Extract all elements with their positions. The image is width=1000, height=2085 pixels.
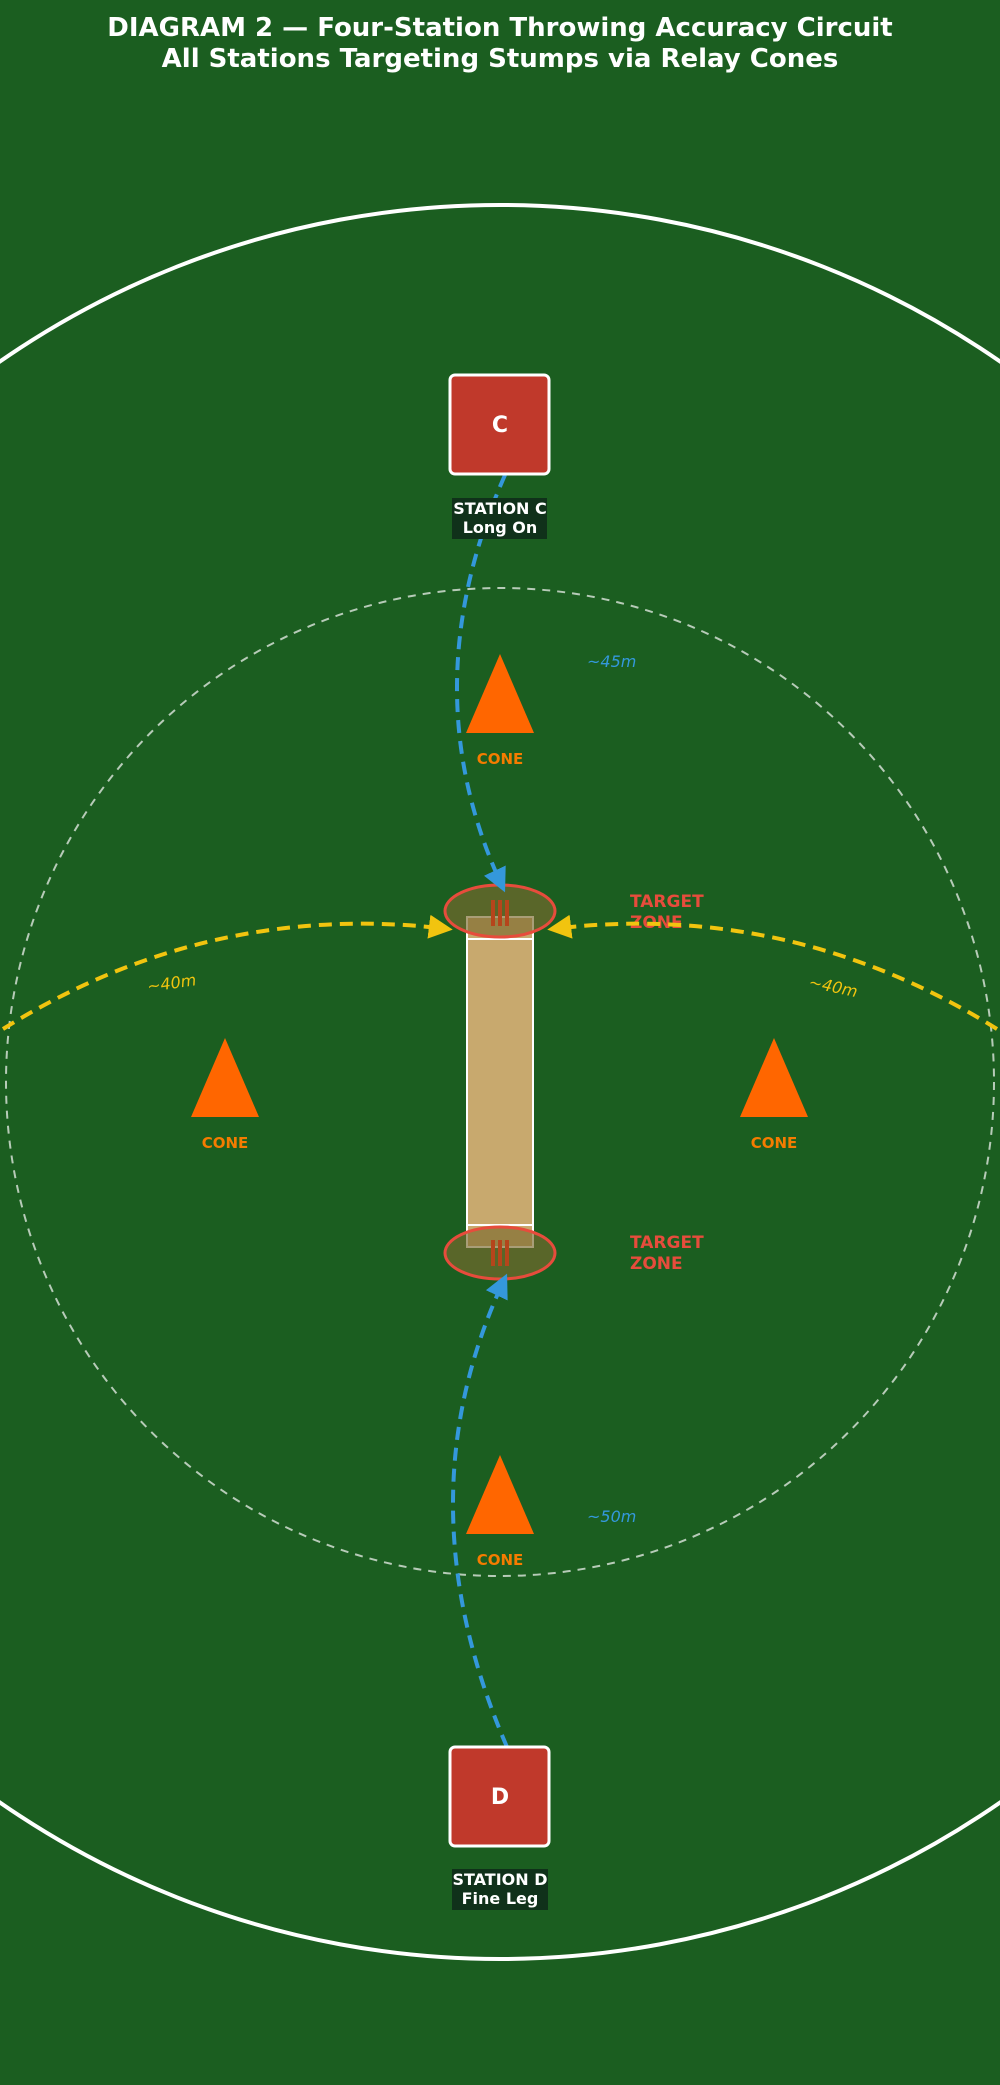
cone-bottom	[466, 1455, 534, 1534]
cone-bottom-label: CONE	[477, 1551, 524, 1569]
station-d: D STATION D Fine Leg	[448, 1745, 551, 1910]
station-d-letter: D	[491, 1785, 509, 1810]
cone-right-label: CONE	[751, 1134, 798, 1152]
distance-label-station-c: ~45m	[587, 652, 636, 671]
cone-top	[466, 654, 534, 733]
diagram-title: DIAGRAM 2 — Four-Station Throwing Accura…	[107, 13, 892, 43]
cone-left	[191, 1038, 259, 1117]
throw-path-station-c	[455, 474, 507, 893]
throw-path-left	[1, 914, 453, 1031]
boundary-rope	[0, 203, 1000, 1961]
throw-path-station-d	[451, 1273, 509, 1748]
station-d-name: STATION D	[452, 1870, 547, 1889]
target-zone-bottom-label-line1: TARGET	[630, 1233, 704, 1253]
inner-circle	[5, 587, 995, 1577]
cone-right	[740, 1038, 808, 1117]
target-zone-bottom-label-line2: ZONE	[630, 1254, 683, 1274]
cone-top-label: CONE	[477, 750, 524, 768]
distance-label-station-d: ~50m	[587, 1507, 636, 1526]
diagram-subtitle: All Stations Targeting Stumps via Relay …	[162, 44, 839, 74]
station-c-label-bg	[452, 498, 547, 539]
station-d-label-bg	[452, 1869, 548, 1910]
target-zone-top-label-line1: TARGET	[630, 892, 704, 912]
distance-label-right: ~40m	[807, 972, 859, 1001]
station-c-position: Long On	[463, 518, 538, 537]
stumps-bottom	[491, 1240, 509, 1266]
throw-path-right	[547, 914, 999, 1031]
station-c-name: STATION C	[453, 499, 547, 518]
pitch-strip	[466, 916, 534, 1248]
station-d-position: Fine Leg	[462, 1889, 539, 1908]
cone-left-label: CONE	[202, 1134, 249, 1152]
station-d-marker	[448, 1745, 551, 1848]
station-c-letter: C	[492, 413, 508, 438]
station-c-marker	[448, 373, 551, 476]
station-c: C STATION C Long On	[448, 373, 551, 539]
stumps-top	[491, 900, 509, 926]
distance-label-left: ~40m	[146, 970, 198, 996]
